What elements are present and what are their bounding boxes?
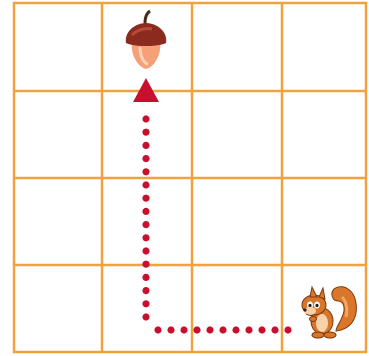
path-dot xyxy=(142,155,149,162)
path-dot xyxy=(142,313,149,320)
path-dot xyxy=(232,326,239,333)
path-dot xyxy=(206,326,213,333)
path-dot xyxy=(193,326,200,333)
path-dot xyxy=(142,142,149,149)
path-dots xyxy=(142,115,291,333)
path-dot xyxy=(284,326,291,333)
path-dot xyxy=(180,326,187,333)
path-dot xyxy=(154,326,161,333)
path-dot xyxy=(142,261,149,268)
acorn-icon xyxy=(126,11,166,69)
path-dot xyxy=(167,326,174,333)
squirrel-icon xyxy=(302,287,356,338)
path-dot xyxy=(142,300,149,307)
path-dot xyxy=(142,221,149,228)
path-dot xyxy=(142,115,149,122)
path-dot xyxy=(142,168,149,175)
path-dot xyxy=(258,326,265,333)
path-dot xyxy=(142,195,149,202)
path-dot xyxy=(142,287,149,294)
path-dot xyxy=(142,247,149,254)
path-dot xyxy=(142,234,149,241)
path-dot xyxy=(142,274,149,281)
path-dot xyxy=(271,326,278,333)
path-dot xyxy=(142,181,149,188)
path-dot xyxy=(245,326,252,333)
path-dot xyxy=(142,208,149,215)
path-dot xyxy=(219,326,226,333)
path-dot xyxy=(142,129,149,136)
